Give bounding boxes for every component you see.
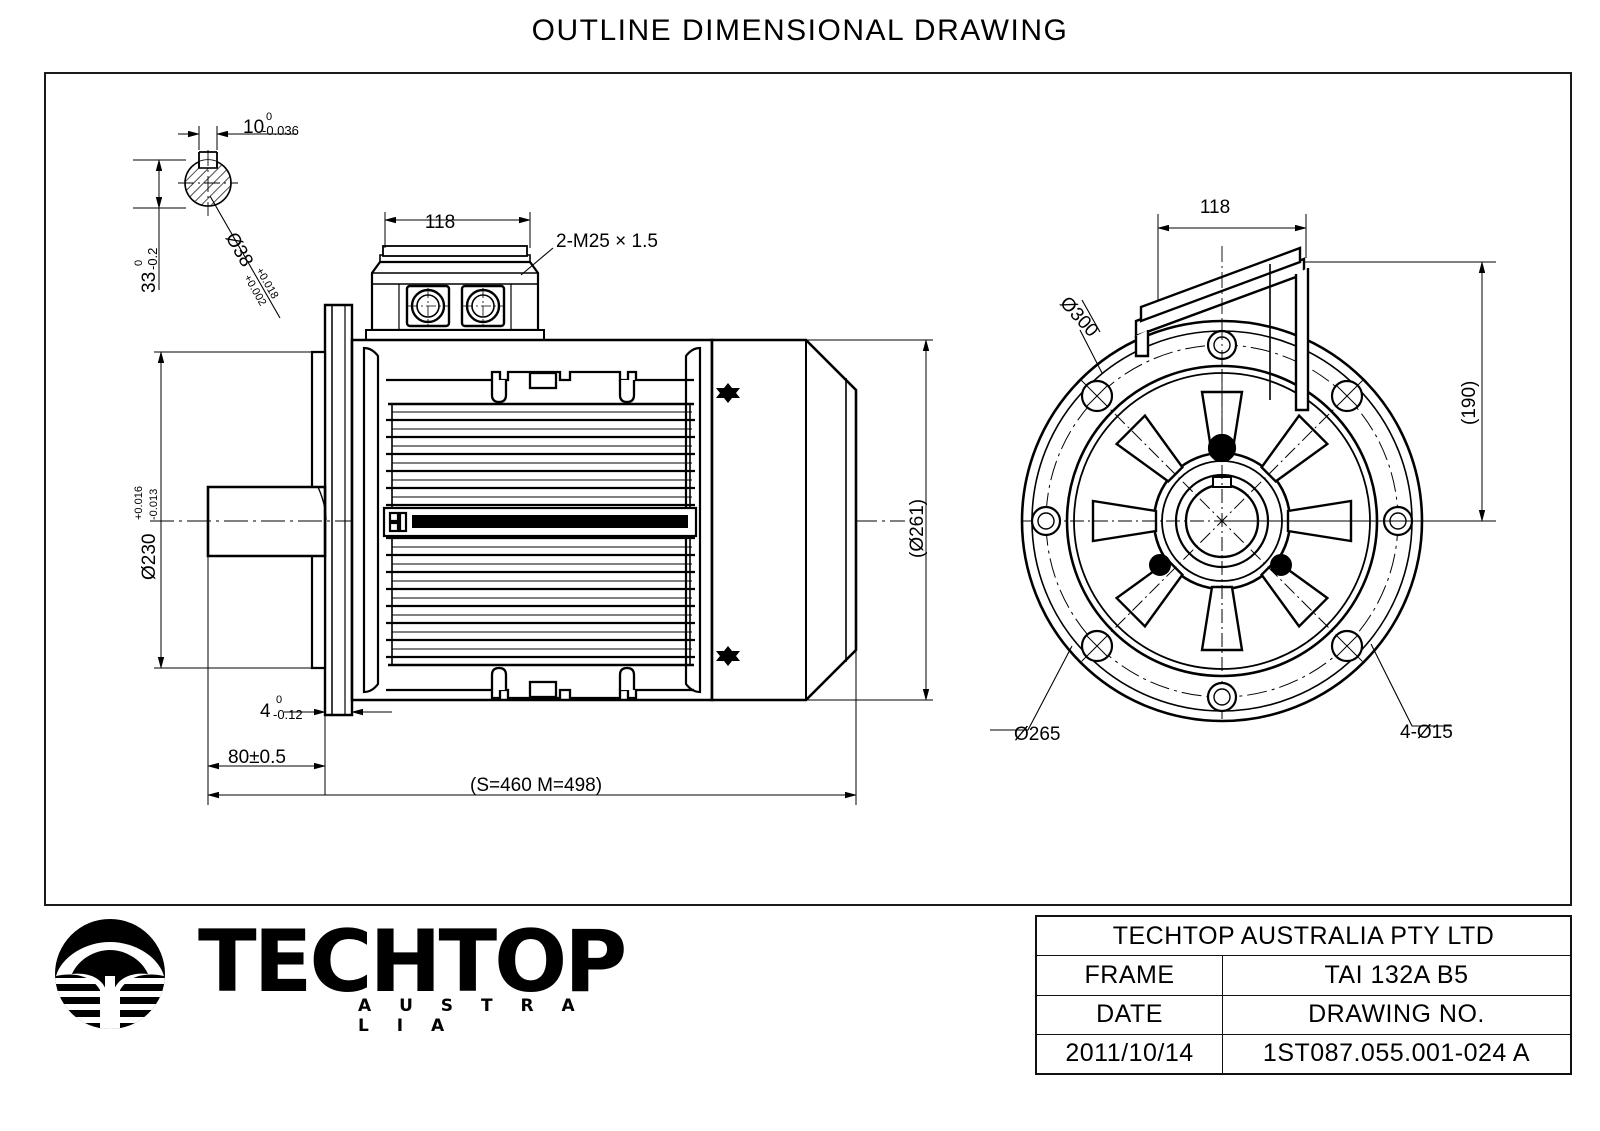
leader-flange-outer-dia (1081, 299, 1101, 333)
title-block-row-headers: DATE DRAWING NO. (1037, 995, 1570, 1035)
dim-key-width-tol-lower: -0.036 (262, 123, 299, 138)
cooling-fins (386, 418, 695, 659)
mounting-rib-bottom (386, 666, 694, 700)
dim-flange-spigot-tol-upper: +0.016 (133, 486, 145, 520)
company-logo: TECHTOP A U S T R A L I A (48, 912, 627, 1036)
title-block: TECHTOP AUSTRALIA PTY LTD FRAME TAI 132A… (1035, 915, 1572, 1075)
dim-end-box-height (1222, 261, 1496, 522)
dim-flange-thickness-tol-upper: 0 (276, 694, 282, 706)
dim-end-box-width (1157, 214, 1307, 300)
techtop-emblem-icon (55, 919, 165, 1029)
dim-flange-thickness-tol-lower: -0.12 (273, 707, 303, 722)
company-name: TECHTOP AUSTRALIA PTY LTD (1112, 921, 1495, 950)
dim-flange-thickness (284, 700, 392, 716)
dim-flange-thickness-value: 4 (260, 701, 271, 722)
dim-body-dia-value: (Ø261) (907, 499, 928, 558)
logo-wordmark: TECHTOP (198, 912, 627, 1012)
dim-terminal-box-width (384, 212, 531, 248)
dim-overall-length (207, 556, 857, 805)
title-block-row-company: TECHTOP AUSTRALIA PTY LTD (1037, 917, 1570, 957)
dim-flange-spigot-dia-value: Ø230 (139, 534, 160, 580)
terminal-box-side (365, 245, 545, 341)
dim-overall-length-value: (S=460 M=498) (470, 775, 602, 796)
b5-flange (323, 303, 354, 717)
shaft-section-detail (178, 150, 238, 216)
label-cable-gland: 2-M25 × 1.5 (556, 231, 658, 252)
frame-value: TAI 132A B5 (1324, 960, 1469, 989)
dim-body-dia (712, 339, 933, 701)
dim-terminal-box-width-value: 118 (425, 212, 455, 233)
fan-cover-bolts (716, 383, 740, 666)
end-view-hub-studs (1149, 554, 1292, 576)
logo-subtitle: A U S T R A L I A (358, 996, 586, 1036)
drawing-no-value: 1ST087.055.001-024 A (1262, 1039, 1531, 1068)
leader-bolt-circle (990, 645, 1073, 731)
dim-shaft-extension-value: 80±0.5 (228, 747, 286, 768)
dim-end-box-width-value: 118 (1200, 197, 1230, 218)
end-view-hole-crosshairs (1085, 384, 1359, 658)
dim-bolt-holes-value: 4-Ø15 (1400, 722, 1453, 743)
cooling-fin-secondary (392, 411, 692, 650)
dim-key-height-tol-upper: 0 (133, 260, 145, 266)
dim-key-width-value: 10 (243, 117, 264, 138)
title-block-row-frame: FRAME TAI 132A B5 (1037, 956, 1570, 996)
mounting-rib-top (386, 370, 694, 404)
drawing-no-label: DRAWING NO. (1308, 1000, 1485, 1029)
output-shaft (206, 485, 327, 558)
dim-end-box-height-value: (190) (1459, 381, 1480, 425)
dim-key-height-tol-lower: -0.2 (145, 248, 160, 270)
leader-bolt-holes (1370, 643, 1452, 727)
dimension-text-layer: 10 0 -0.036 33 0 -0.2 Ø38 +0.018 +0.002 … (133, 111, 1480, 796)
date-value: 2011/10/14 (1037, 1034, 1223, 1073)
dim-key-height (133, 159, 186, 290)
dim-key-height-value: 33 (139, 272, 160, 293)
frame-label: FRAME (1037, 956, 1223, 995)
housing-centre-band (382, 506, 698, 538)
dim-bolt-circle-value: Ø265 (1014, 724, 1060, 745)
leader-shaft-dia (209, 195, 281, 319)
page-title: OUTLINE DIMENSIONAL DRAWING (531, 14, 1069, 47)
date-label: DATE (1037, 995, 1223, 1034)
leader-cable-gland (520, 247, 554, 276)
dim-key-width-tol-upper: 0 (266, 111, 272, 123)
dim-flange-outer-dia-value: Ø300 (1055, 293, 1102, 342)
dim-shaft-dia-value: Ø38 (221, 229, 257, 271)
dim-flange-spigot-dia (154, 351, 312, 669)
motor-body-side (150, 303, 905, 717)
title-block-row-values: 2011/10/14 1ST087.055.001-024 A (1037, 1034, 1570, 1073)
dim-key-width (178, 126, 296, 150)
dim-flange-spigot-tol-lower: -0.013 (148, 489, 160, 520)
end-view-terminal-box (1134, 246, 1310, 412)
